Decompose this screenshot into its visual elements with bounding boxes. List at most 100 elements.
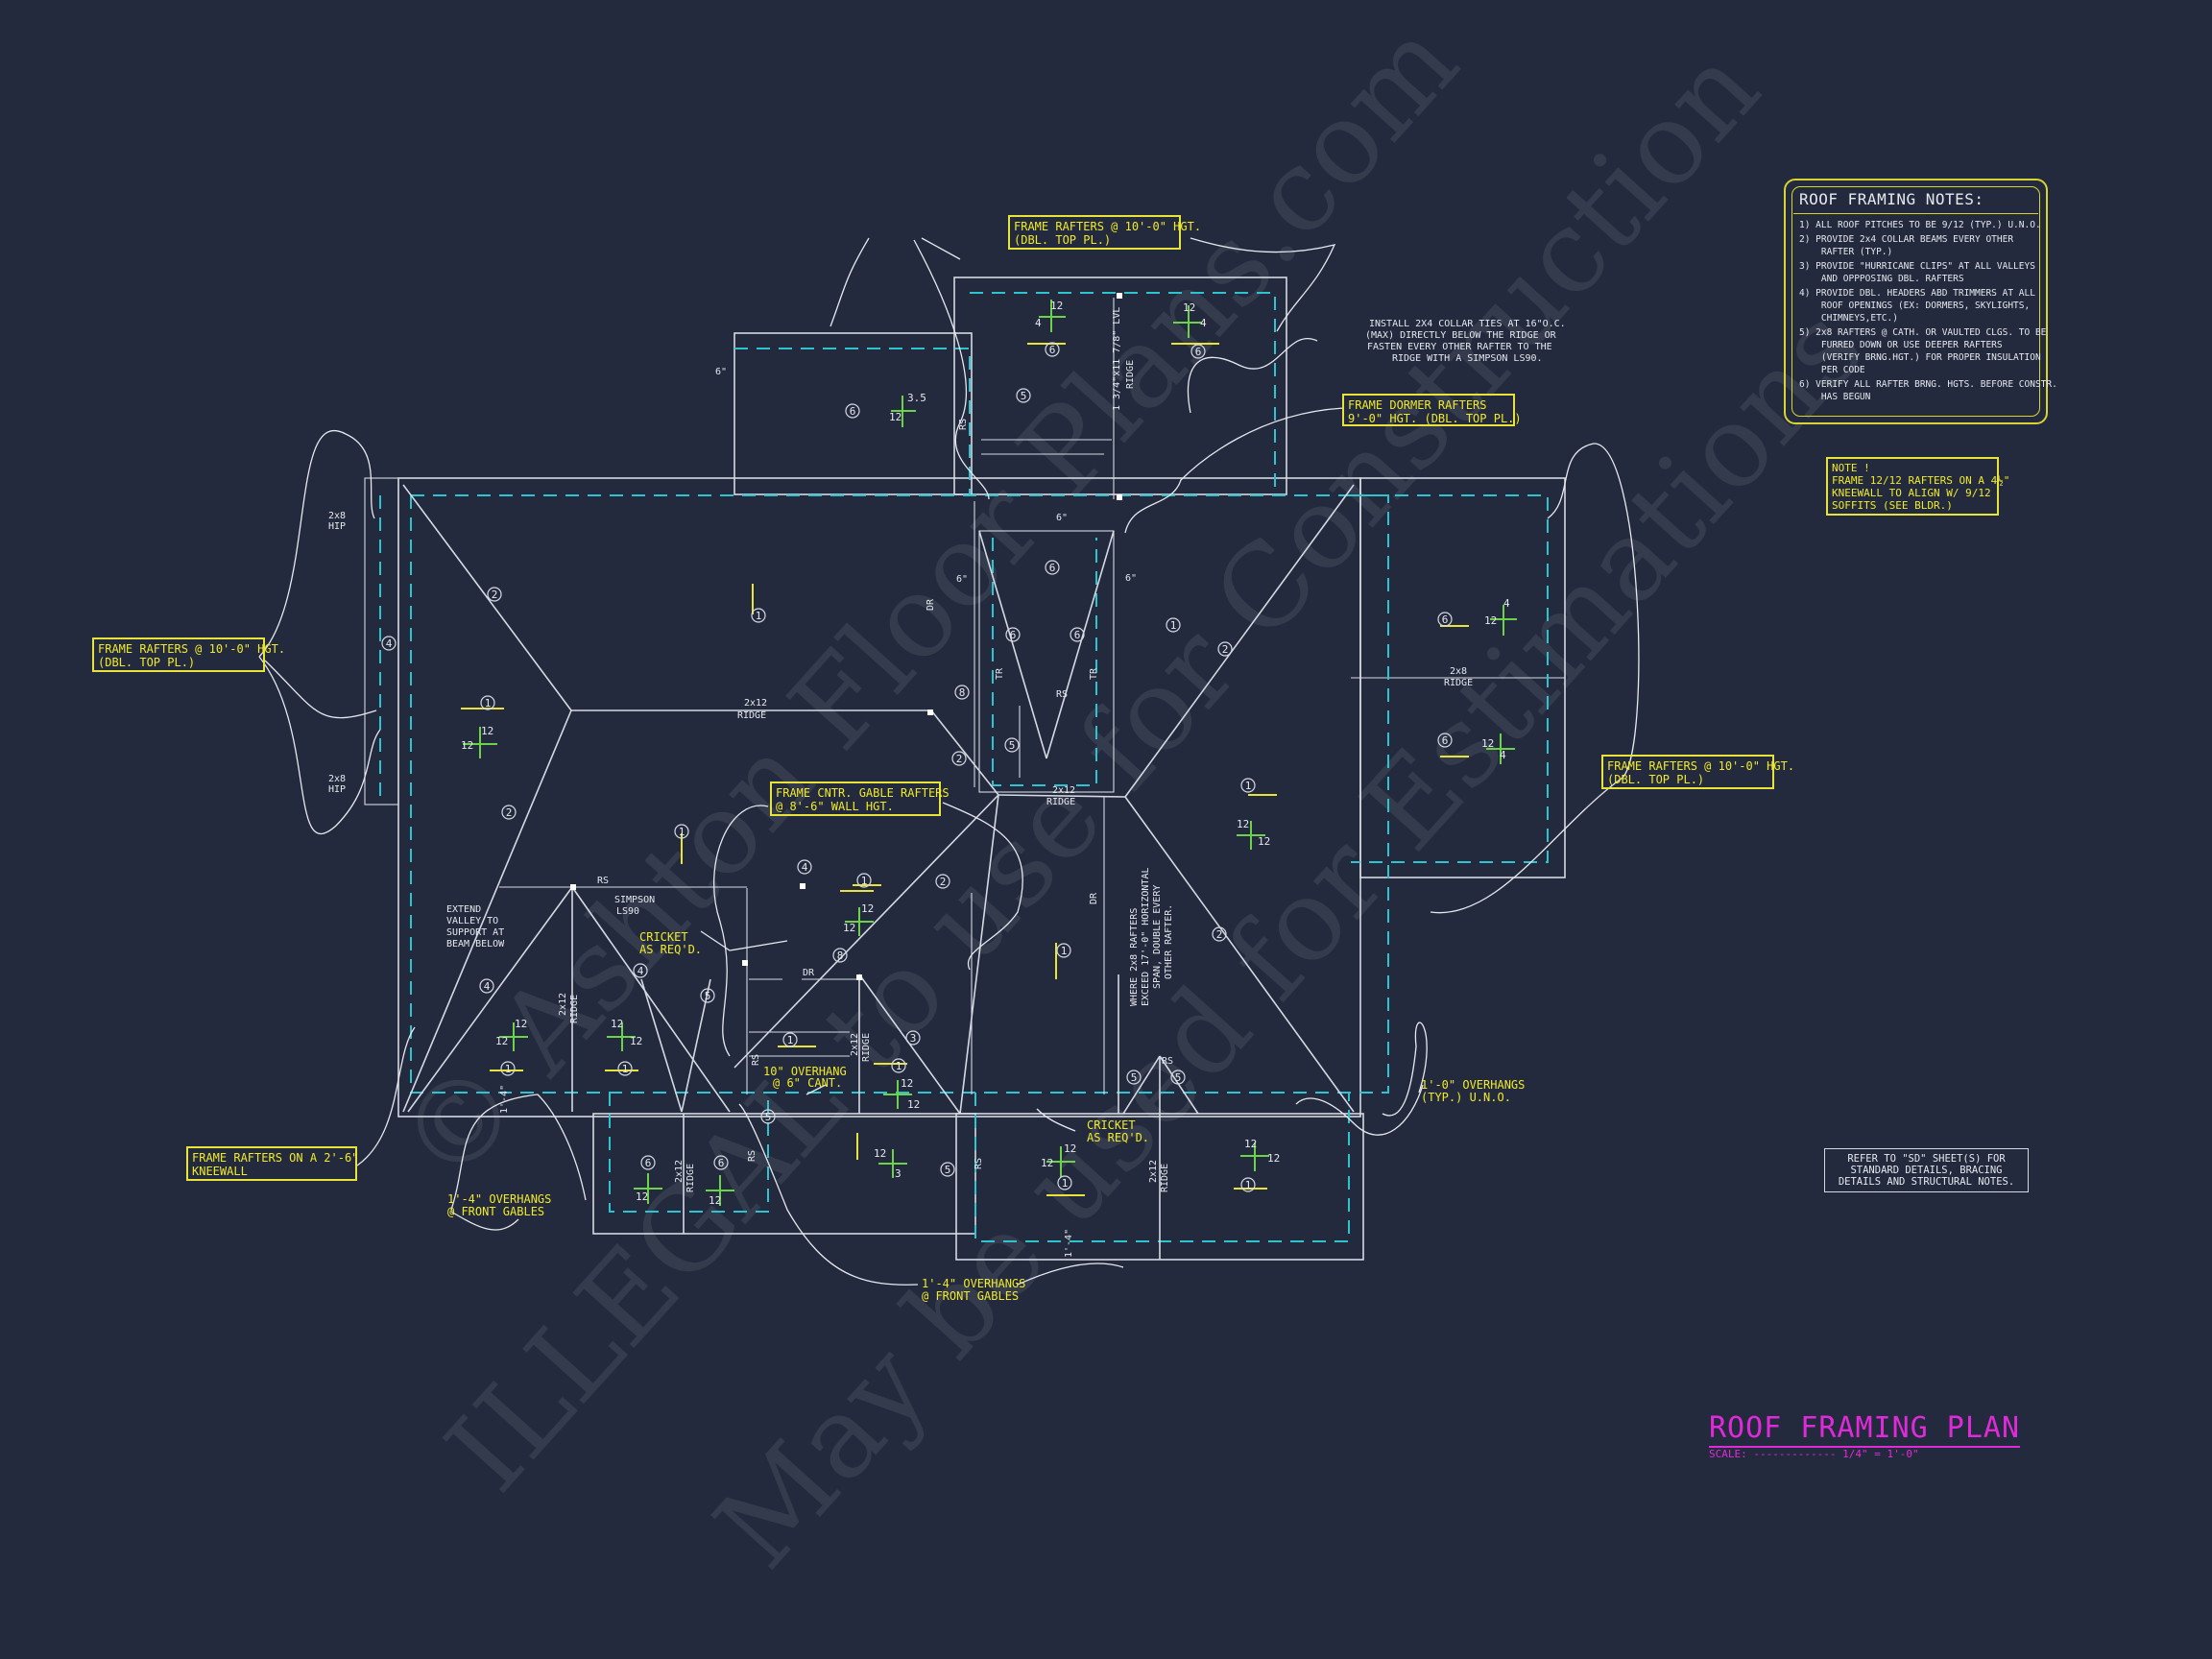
svg-text:6: 6 [1049, 344, 1056, 356]
dim-6-label: 6" [1125, 573, 1137, 584]
svg-text:1: 1 [756, 610, 762, 622]
notes-border [1791, 186, 2040, 417]
svg-text:6: 6 [718, 1157, 725, 1169]
svg-text:2: 2 [506, 806, 513, 819]
ridge-size-label: 2x12 [1052, 785, 1075, 796]
tag-5: 5 [1004, 737, 1020, 753]
svg-text:1: 1 [622, 1063, 629, 1075]
svg-text:12: 12 [1041, 1157, 1053, 1169]
tag-6: 6 [1190, 344, 1206, 359]
ridge-label: RIDGE [685, 1164, 696, 1192]
note-item: 4) PROVIDE DBL. HEADERS ABD TRIMMERS AT … [1799, 288, 2035, 324]
pitch-marker: 124 [1481, 733, 1515, 764]
tag-5: 5 [760, 1109, 776, 1124]
note-item: 3) PROVIDE "HURRICANE CLIPS" AT ALL VALL… [1799, 261, 2035, 284]
dr-label: DR [1089, 892, 1099, 904]
hip-label: HIP [328, 521, 346, 532]
svg-text:12: 12 [1481, 737, 1494, 750]
pitch-marker: 124 [1173, 301, 1207, 338]
rs-label: RS [1056, 689, 1068, 700]
svg-text:4: 4 [1503, 597, 1510, 610]
member-labels: 2x12 RIDGE 2x12 RIDGE 2x8 RIDGE 2x8 HIP … [328, 307, 1473, 1258]
svg-text:4: 4 [386, 637, 393, 650]
rs-label: RS [751, 1054, 761, 1066]
refer-sd-note: REFER TO "SD" SHEET(S) FOR STANDARD DETA… [1824, 1148, 2029, 1192]
svg-text:5: 5 [1175, 1071, 1182, 1084]
overhang-typ-note: 1'-0" OVERHANGS [1421, 1078, 1525, 1092]
svg-text:1: 1 [896, 1060, 902, 1072]
dim-6-label: 6" [956, 574, 968, 585]
tag-5: 5 [940, 1162, 955, 1177]
scale-leader: ------------- [1753, 1448, 1837, 1460]
svg-text:1: 1 [1245, 1179, 1252, 1191]
callout-left-frame-rafters: FRAME RAFTERS @ 10'-0" HGT. (DBL. TOP PL… [92, 637, 285, 672]
rafter-tags: 2 1 1 4 2 6 5 6 6 6 6 6 5 8 1 2 6 6 1 2 … [381, 342, 1453, 1192]
framing-lines [402, 298, 1355, 1260]
ridge-label: RIDGE [1160, 1164, 1170, 1192]
svg-text:12: 12 [1267, 1152, 1280, 1165]
tag-6: 6 [1070, 627, 1085, 642]
svg-text:5: 5 [945, 1164, 951, 1176]
svg-text:6: 6 [1010, 629, 1017, 641]
svg-text:4: 4 [484, 980, 491, 993]
cricket-note: AS REQ'D. [639, 943, 702, 956]
tag-1: 1 [856, 873, 872, 888]
tag-1: 1 [480, 695, 495, 710]
dim-6-label: 6" [715, 367, 727, 377]
svg-text:3.5: 3.5 [907, 392, 926, 404]
svg-text:3: 3 [895, 1167, 902, 1180]
note-item: 5) 2x8 RAFTERS @ CATH. OR VAULTED CLGS. … [1799, 327, 2047, 375]
tag-6: 4 [381, 636, 397, 651]
overhang-front-note: 1'-4" OVERHANGS [447, 1192, 551, 1206]
node-markers [570, 293, 1122, 980]
svg-text:6: 6 [1442, 613, 1449, 626]
tr-label: TR [995, 667, 1005, 680]
wall-lines [379, 292, 1549, 1242]
extend-valley-note: BEAM BELOW [446, 939, 505, 950]
svg-text:5: 5 [765, 1111, 772, 1123]
svg-text:1: 1 [1062, 1177, 1069, 1190]
rs-label: RS [597, 876, 609, 886]
note-item: 1) ALL ROOF PITCHES TO BE 9/12 (TYP.) U.… [1799, 220, 2041, 230]
ridge-label: RIDGE [1046, 797, 1075, 807]
extend-valley-note: VALLEY TO [446, 916, 498, 926]
tag-1: 1 [1240, 1177, 1256, 1192]
direction-arrows [461, 343, 1469, 1196]
pitch-marker: 123 [874, 1147, 907, 1180]
svg-text:1: 1 [485, 697, 492, 709]
svg-text:2: 2 [492, 589, 498, 601]
svg-text:4: 4 [1200, 317, 1207, 329]
ridge-label: RIDGE [861, 1033, 872, 1062]
notes-title: ROOF FRAMING NOTES: [1799, 190, 1984, 208]
ridge-size-label: 2x8 [1450, 666, 1467, 677]
overhang-front-note: @ FRONT GABLES [922, 1289, 1019, 1303]
tag-1: 1 [1057, 1175, 1072, 1190]
pitch-marker: 124 [1484, 597, 1517, 636]
svg-text:1: 1 [1245, 780, 1252, 792]
span-note: OTHER RAFTER. [1164, 904, 1174, 979]
tag-2: 2 [951, 751, 967, 766]
notes-list: 1) ALL ROOF PITCHES TO BE 9/12 (TYP.) U.… [1799, 219, 2057, 405]
scale-label: SCALE: [1709, 1448, 1747, 1460]
dr-label: DR [926, 598, 936, 611]
cricket-note: AS REQ'D. [1087, 1131, 1149, 1144]
svg-text:12: 12 [461, 739, 473, 752]
tag-8: 8 [832, 948, 848, 963]
callout-top-frame-rafters: FRAME RAFTERS @ 10'-0" HGT. (DBL. TOP PL… [1008, 215, 1201, 250]
tag-1: 1 [617, 1061, 633, 1076]
roof-framing-notes: ROOF FRAMING NOTES: 1) ALL ROOF PITCHES … [1784, 179, 2057, 424]
dim-14-label: 1'-4" [499, 1085, 510, 1114]
tag-1: 1 [1166, 617, 1181, 633]
tag-5: 5 [1170, 1070, 1186, 1085]
hip-size-label: 2x8 [328, 511, 346, 521]
svg-text:2: 2 [940, 876, 947, 888]
hip-size-label: 2x8 [328, 774, 346, 784]
plan-title: ROOF FRAMING PLAN [1709, 1411, 2021, 1448]
collar-tie-note: (MAX) DIRECTLY BELOW THE RIDGE OR [1365, 330, 1557, 341]
span-note: WHERE 2x8 RAFTERS [1129, 908, 1140, 1006]
svg-text:12: 12 [515, 1018, 527, 1030]
svg-text:1: 1 [679, 826, 685, 838]
tag-6: 6 [1437, 733, 1453, 748]
